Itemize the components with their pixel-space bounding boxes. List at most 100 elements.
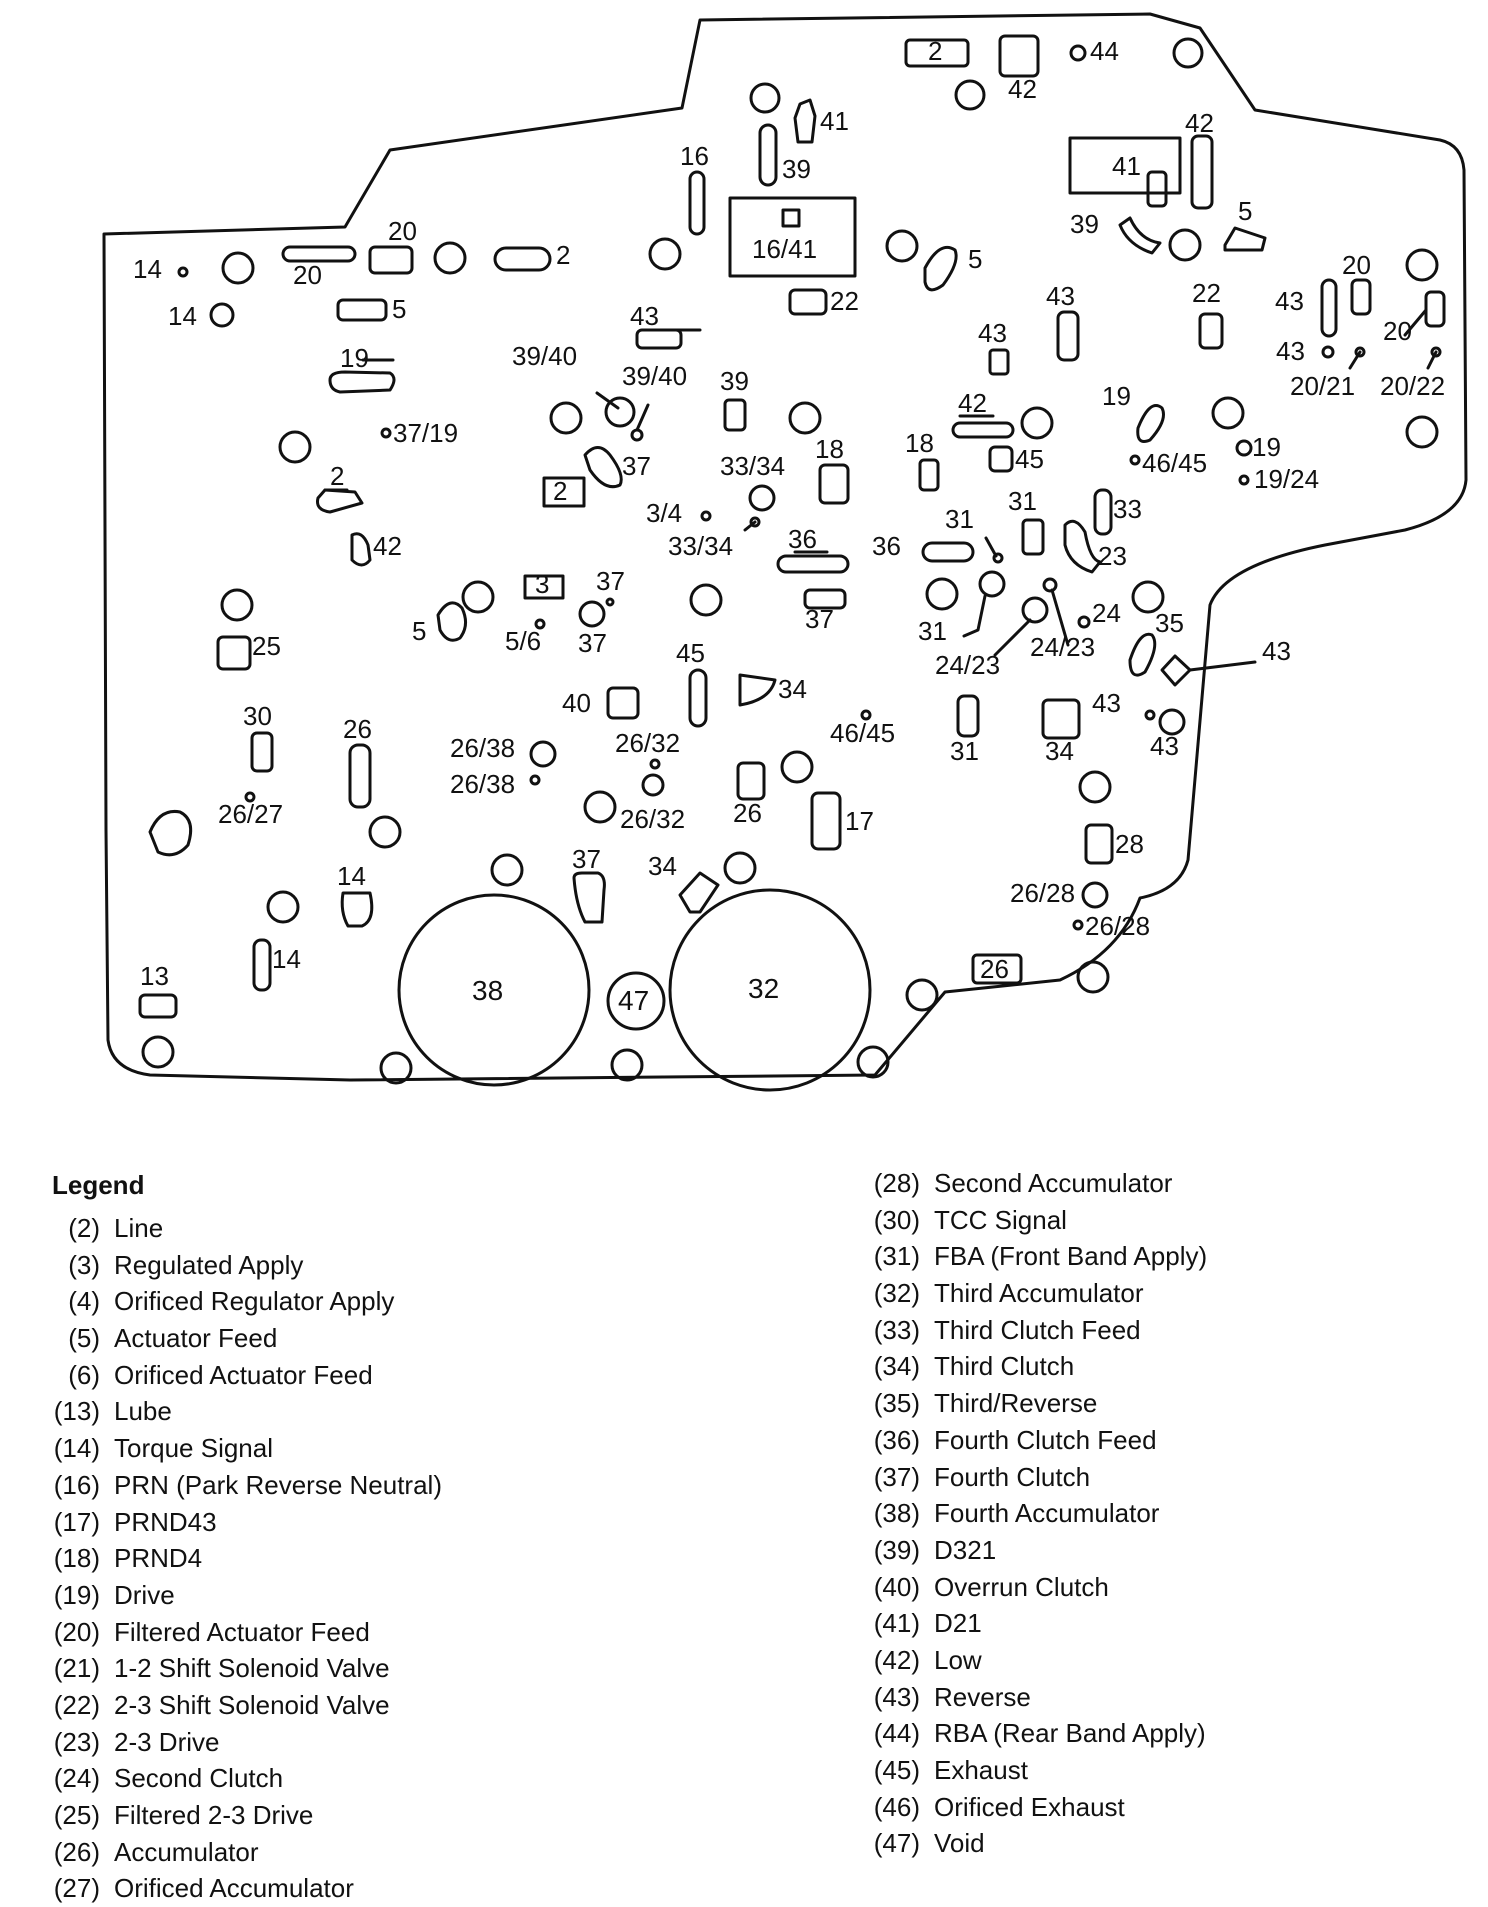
leader xyxy=(1050,588,1070,647)
label-34: 34 xyxy=(778,674,807,704)
port-2-left xyxy=(493,246,552,272)
port-13 xyxy=(138,993,178,1019)
label-2: 2 xyxy=(556,240,570,270)
port-26-box xyxy=(971,953,1023,985)
port-20-left xyxy=(281,245,357,263)
orifice-37-upper xyxy=(605,597,615,607)
bolt-hole xyxy=(1405,415,1439,449)
legend-item: (30)TCC Signal xyxy=(873,1204,1067,1235)
legend-item: (3)Regulated Apply xyxy=(68,1249,304,1280)
leader xyxy=(1188,660,1257,672)
accumulator-32 xyxy=(668,888,872,1092)
label-19-24: 19/24 xyxy=(1254,464,1319,494)
legend-item: (43)Reverse xyxy=(873,1681,1031,1712)
bolt-hole xyxy=(749,82,781,114)
label-43: 43 xyxy=(1046,281,1075,311)
orifice-20-21 xyxy=(1354,346,1366,358)
port-42-left xyxy=(350,532,372,567)
label-24-23: 24/23 xyxy=(935,650,1000,680)
bolt-hole xyxy=(1405,248,1439,282)
legend-item: (28)Second Accumulator xyxy=(873,1168,1173,1198)
port-2-box-mid xyxy=(542,476,586,508)
bolt-hole xyxy=(954,79,986,111)
port-34-lower xyxy=(738,673,777,707)
label-33-34: 33/34 xyxy=(720,451,785,481)
port-43-small xyxy=(988,348,1010,376)
port-25 xyxy=(216,635,252,671)
orifice-26-28-small xyxy=(1072,919,1084,931)
port-42-right xyxy=(1190,134,1214,210)
label-37: 37 xyxy=(572,844,601,874)
port-45-mid xyxy=(988,445,1014,473)
port-43-diamond xyxy=(1160,654,1192,687)
legend-item: (5)Actuator Feed xyxy=(68,1323,278,1354)
leader xyxy=(1348,350,1362,370)
port-5-mid-slot xyxy=(436,601,467,642)
port-19-circle xyxy=(1235,439,1253,457)
orifice-26-28 xyxy=(1081,881,1109,909)
label-26: 26 xyxy=(980,954,1009,984)
legend-item: (22)2-3 Shift Solenoid Valve xyxy=(53,1689,390,1720)
port-30 xyxy=(250,731,274,773)
orifice-24-23a xyxy=(1021,596,1049,624)
legend-title: Legend xyxy=(52,1170,145,1200)
port-20-box xyxy=(368,245,414,275)
port-26-tall xyxy=(348,743,372,809)
bolt-hole xyxy=(885,229,919,263)
port-43-mid xyxy=(635,328,683,350)
port-22-mid-right xyxy=(1198,312,1224,350)
port-39-bend xyxy=(1118,216,1162,255)
legend-item: (18)PRND4 xyxy=(53,1543,203,1574)
label-43: 43 xyxy=(1150,731,1179,761)
accumulator-38 xyxy=(397,893,591,1087)
legend-item: (34)Third Clutch xyxy=(873,1351,1075,1382)
label-31: 31 xyxy=(1008,486,1037,516)
label-2: 2 xyxy=(330,461,344,491)
leader xyxy=(984,536,998,558)
port-19-slot xyxy=(1136,404,1165,443)
legend-item: (31)FBA (Front Band Apply) xyxy=(873,1241,1208,1272)
label-39: 39 xyxy=(720,366,749,396)
orifice-5-6 xyxy=(534,618,546,630)
port-34-lower-slot xyxy=(678,871,720,914)
bolt-hole xyxy=(583,790,617,824)
leader xyxy=(1403,308,1428,337)
port-2-left-lower xyxy=(316,488,364,514)
leader xyxy=(1426,350,1438,370)
label-39-40: 39/40 xyxy=(622,361,687,391)
label-26-38: 26/38 xyxy=(450,769,515,799)
label-43: 43 xyxy=(1262,636,1291,666)
label-18: 18 xyxy=(815,434,844,464)
port-43-right xyxy=(1320,278,1338,338)
orifice-46-45-lower xyxy=(860,709,872,721)
port-16 xyxy=(688,170,706,236)
orifice-33-34-small xyxy=(749,516,761,528)
orifice-3-4 xyxy=(700,510,712,522)
label-33-34: 33/34 xyxy=(668,531,733,561)
label-45: 45 xyxy=(1015,444,1044,474)
label-35: 35 xyxy=(1155,608,1184,638)
orifice-26-38 xyxy=(529,774,541,786)
label-18: 18 xyxy=(905,428,934,458)
bolt-hole xyxy=(905,978,939,1012)
label-20-21: 20/21 xyxy=(1290,371,1355,401)
orifice-31 xyxy=(992,552,1004,564)
port-33 xyxy=(1093,488,1113,536)
label-36: 36 xyxy=(788,524,817,554)
label-46-45: 46/45 xyxy=(1142,448,1207,478)
orifice-33-34 xyxy=(748,484,776,512)
legend-item: (37)Fourth Clutch xyxy=(873,1461,1091,1492)
label-37: 37 xyxy=(578,628,607,658)
bolt-hole xyxy=(1168,228,1202,262)
port-5-right xyxy=(1223,226,1267,252)
port-45-lower xyxy=(688,668,708,728)
label-25: 25 xyxy=(252,631,281,661)
port-28 xyxy=(1084,823,1114,865)
port-20-far-right xyxy=(1424,290,1446,328)
label-22: 22 xyxy=(1192,278,1221,308)
bolt-hole xyxy=(368,815,402,849)
bolt-hole xyxy=(549,401,583,435)
label-31: 31 xyxy=(950,736,979,766)
bolt-hole xyxy=(1078,770,1112,804)
label-16: 16 xyxy=(680,141,709,171)
